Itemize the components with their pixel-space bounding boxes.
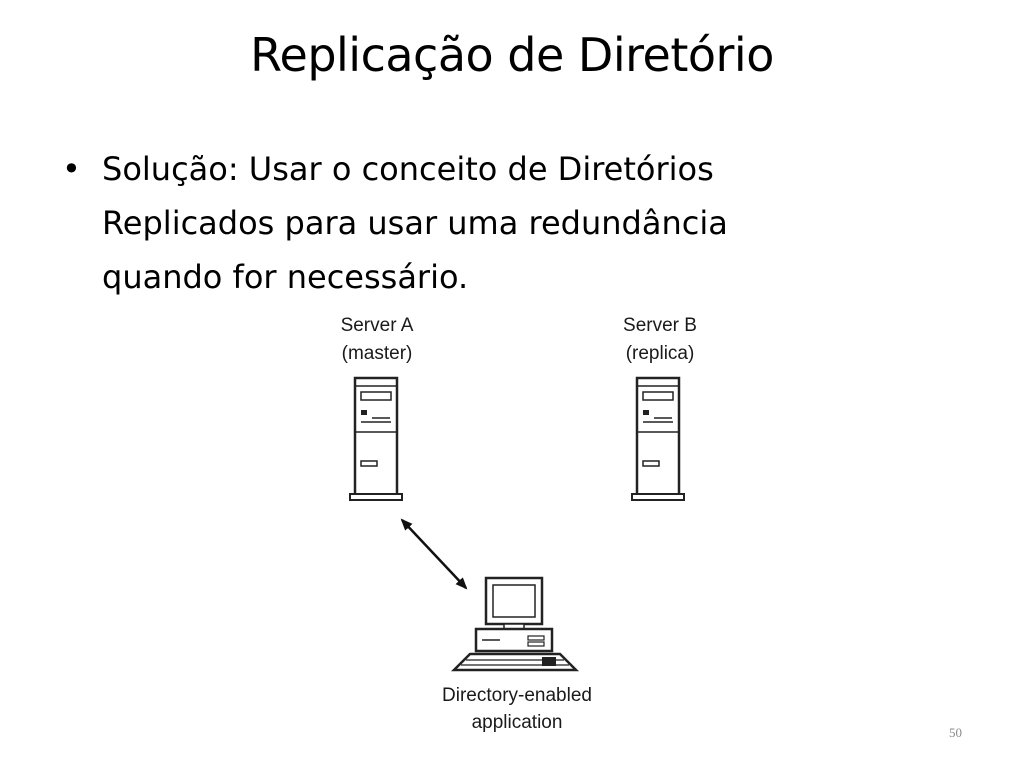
bullet-line-2: Replicados para usar uma redundância xyxy=(102,204,728,242)
double-headed-arrow-icon xyxy=(400,518,468,590)
bullet-line-1: Solução: Usar o conceito de Diretórios xyxy=(102,150,714,188)
bullet-text: Solução: Usar o conceito de Diretórios R… xyxy=(102,142,862,304)
page-number: 50 xyxy=(949,725,962,740)
server-a-tower-icon xyxy=(349,376,403,501)
bullet-symbol: • xyxy=(62,150,81,188)
desktop-computer-icon xyxy=(450,576,580,672)
server-b-tower-icon xyxy=(631,376,685,501)
server-b-role: (replica) xyxy=(626,343,695,364)
server-b-name: Server B xyxy=(623,315,697,336)
client-label-line-1: Directory-enabled xyxy=(442,685,592,706)
server-a-role: (master) xyxy=(342,343,413,364)
slide-title: Replicação de Diretório xyxy=(250,28,774,82)
client-label-line-2: application xyxy=(472,712,563,733)
server-a-name: Server A xyxy=(341,315,414,336)
bullet-line-3: quando for necessário. xyxy=(102,258,469,296)
